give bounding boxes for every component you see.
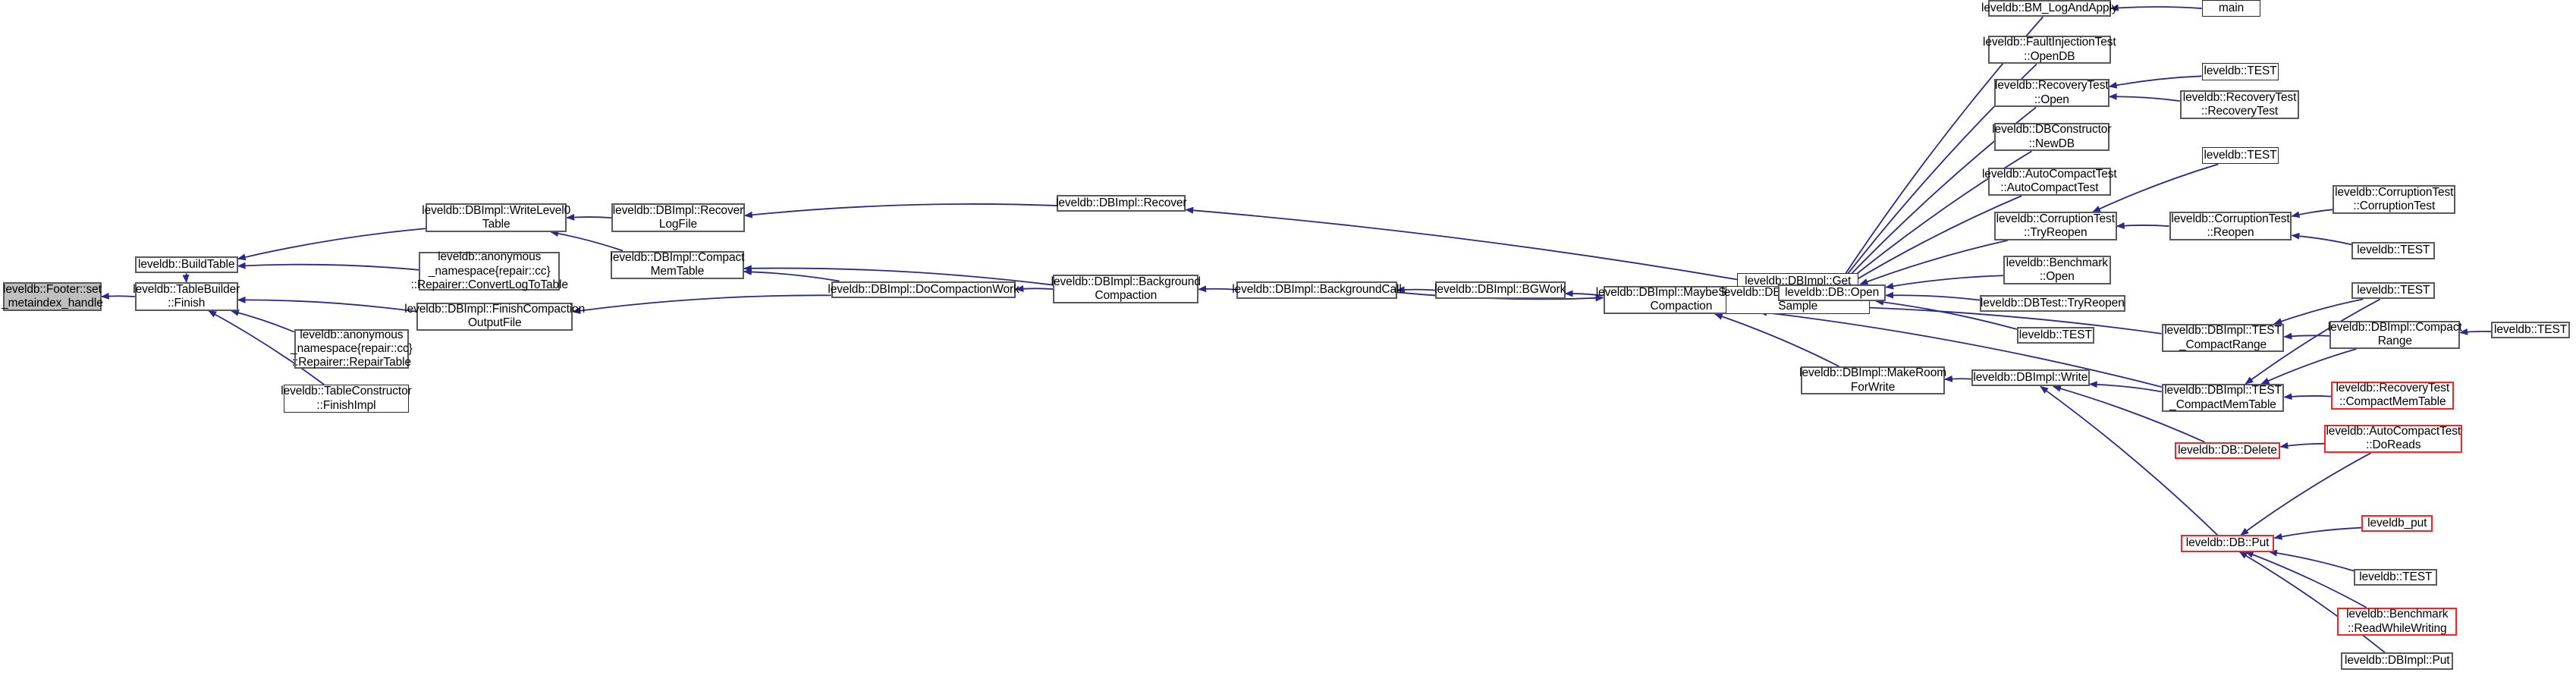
graph-node[interactable]: leveldb::TEST [2016,327,2094,344]
graph-edge [1396,286,1435,294]
graph-node[interactable]: leveldb::BuildTable [134,256,238,274]
graph-edge [2108,93,2180,102]
graph-edge [2238,551,2386,654]
graph-node[interactable]: leveldb::BM_LogAndApply [1981,0,2118,17]
graph-edge [1185,206,1779,288]
graph-node[interactable]: main [2201,0,2261,17]
graph-node[interactable]: leveldb::anonymous _namespace{repair::cc… [291,328,413,369]
graph-edge [2279,442,2325,449]
graph-edge [2116,222,2169,229]
graph-node[interactable]: leveldb::RecoveryTest ::Open [1993,78,2109,108]
graph-node[interactable]: leveldb::AutoCompactTest ::AutoCompactTe… [1981,167,2117,196]
graph-edge [237,296,417,313]
graph-edge [2273,526,2362,540]
graph-node[interactable]: leveldb::TEST [2351,242,2436,259]
graph-node[interactable]: leveldb::DBImpl::TEST _CompactRange [2161,323,2285,353]
graph-node[interactable]: leveldb::Footer::set _metaindex_handle [2,282,103,311]
graph-node[interactable]: leveldb::DBImpl::DoCompactionWork [828,281,1019,298]
graph-edge [2240,452,2372,536]
graph-node[interactable]: leveldb::CorruptionTest ::Reopen [2169,212,2292,240]
graph-edge [230,309,294,333]
graph-edge [2108,75,2202,89]
graph-edge [237,262,419,271]
graph-edge [2291,209,2333,218]
graph-node[interactable]: leveldb::DBImpl::MakeRoom ForWrite [1799,366,1947,395]
graph-edge [1885,275,2003,290]
graph-node[interactable]: leveldb::Benchmark ::Open [2003,256,2111,284]
graph-node[interactable]: leveldb::DBImpl::Compact Range [2327,320,2462,349]
graph-node[interactable]: leveldb::RecoveryTest ::CompactMemTable [2331,381,2455,410]
graph-edge [2245,551,2367,608]
graph-node[interactable]: leveldb::Benchmark ::ReadWhileWriting [2337,607,2458,636]
graph-edge [743,203,1057,218]
graph-node[interactable]: leveldb::TEST [2354,568,2438,586]
graph-node[interactable]: leveldb::DB::Put [2180,535,2275,552]
graph-node[interactable]: leveldb::DBImpl::FinishCompaction Output… [404,302,586,332]
graph-node[interactable]: leveldb::RecoveryTest ::RecoveryTest [2179,90,2300,119]
graph-edge [2260,348,2357,385]
graph-edge [2283,393,2332,401]
graph-edge [566,213,612,221]
graph-edge [550,230,624,252]
graph-edge [1859,240,2009,285]
graph-node[interactable]: leveldb::CorruptionTest ::TryReopen [1993,212,2117,240]
graph-edge [100,292,135,300]
graph-node[interactable]: leveldb::anonymous _namespace{repair::cc… [410,250,568,291]
graph-node[interactable]: leveldb::DBImpl::WriteLevel0 Table [422,203,571,232]
graph-node[interactable]: leveldb::DBConstructor ::NewDB [1992,122,2112,152]
graph-edge [2283,332,2330,340]
graph-edge [1015,285,1054,293]
graph-edge [237,228,426,261]
graph-node[interactable]: leveldb::DBImpl::Compact MemTable [610,250,745,279]
graph-node[interactable]: leveldb::DBImpl::BackgroundCall [1232,281,1402,299]
graph-node[interactable]: leveldb::TEST [2491,322,2570,339]
graph-edge [743,268,840,282]
graph-edge [572,294,831,315]
graph-node[interactable]: leveldb::DBImpl::TEST _CompactMemTable [2161,384,2285,413]
graph-edge [1885,291,1981,301]
graph-edge [1714,313,1840,367]
graph-node[interactable]: leveldb::DBImpl::Put [2341,652,2454,670]
graph-node[interactable]: leveldb::DB::Open [1778,284,1886,301]
graph-edge [2459,328,2492,335]
graph-node[interactable]: leveldb::TEST [2351,282,2436,300]
graph-edge [2268,549,2355,572]
graph-node[interactable]: leveldb::FaultInjectionTest ::OpenDB [1982,35,2116,64]
graph-node[interactable]: leveldb::DBTest::TryReopen [1979,295,2125,313]
graph-node[interactable]: leveldb::DBImpl::Write [1971,369,2090,387]
graph-node[interactable]: leveldb::DB::Delete [2174,441,2281,459]
graph-node[interactable]: leveldb::DBImpl::Background Compaction [1051,275,1201,303]
graph-edge [1198,285,1237,293]
graph-node[interactable]: leveldb::TEST [2201,63,2279,80]
graph-node[interactable]: leveldb_put [2361,514,2433,533]
graph-node[interactable]: leveldb::AutoCompactTest ::DoReads [2324,424,2463,454]
graph-node[interactable]: leveldb::DBImpl::BGWork [1434,281,1566,299]
graph-node[interactable]: leveldb::TEST [2201,147,2279,165]
graph-node[interactable]: leveldb::DBImpl::Recover LogFile [611,203,745,232]
graph-edge [2088,381,2162,393]
graph-edge [2109,4,2202,11]
graph-node[interactable]: leveldb::TableConstructor ::FinishImpl [281,384,412,413]
graph-node[interactable]: leveldb::DBImpl::Recover [1056,195,1187,212]
graph-edge [2291,232,2352,246]
graph-node[interactable]: leveldb::CorruptionTest ::CorruptionTest [2333,185,2456,214]
graph-node[interactable]: leveldb::TableBuilder ::Finish [133,282,240,311]
